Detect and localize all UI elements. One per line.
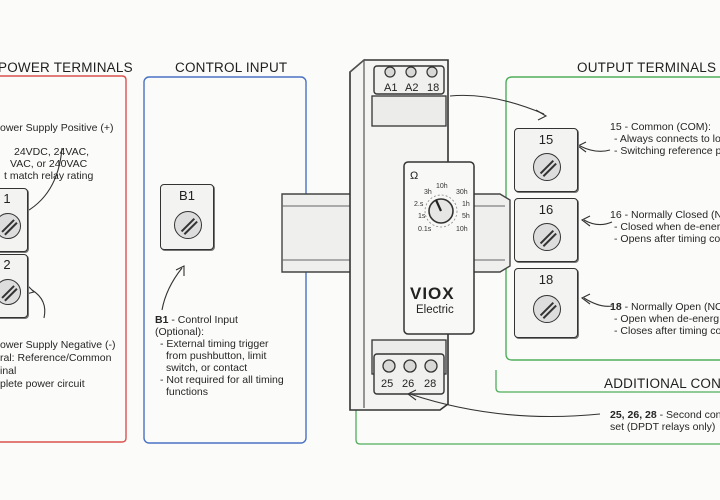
power-terminal-top-label: 1 [3, 191, 11, 206]
additional-panel-title: ADDITIONAL CONTA [604, 376, 720, 391]
t15-line-2: - Switching reference p [614, 145, 720, 157]
screw-icon [533, 153, 561, 181]
brand-subtitle: Electric [416, 304, 454, 316]
control-bullet-1c: switch, or contact [166, 362, 248, 374]
dial-marks: 10h 3h 30h 2.s 1h 1s 5h 0.1s 10h [404, 180, 476, 244]
additional-top-border [495, 370, 720, 393]
control-line-2: (Optional): [155, 326, 205, 338]
t15-line-1: - Always connects to lo [614, 133, 720, 145]
control-bullet-2b: functions [166, 386, 209, 398]
output-terminal-block-16: 16 [514, 198, 578, 262]
control-heading: B1 - Control Input [155, 314, 238, 326]
t18-title: 18 - Normally Open (NO [610, 301, 720, 313]
t16-title: 16 - Normally Closed (N [610, 209, 720, 221]
screw-icon [533, 223, 561, 251]
dial-mark: 1h [462, 201, 470, 208]
dial-mark: 2.s [414, 201, 424, 208]
t16-line-2: - Opens after timing co [614, 233, 720, 245]
dial-mark: 30h [456, 189, 468, 196]
power-panel-border [0, 75, 127, 443]
relay-bottom-terminal-28: 28 [424, 378, 437, 390]
additional-desc: 25, 26, 28 - Second con [610, 409, 720, 421]
relay-top-terminal-a1: A1 [384, 82, 398, 94]
control-heading-bold: B1 [155, 314, 169, 326]
relay-top-terminal-a2: A2 [405, 82, 419, 94]
screw-icon [174, 211, 202, 239]
t18-title-rest: - Normally Open (NO [621, 301, 720, 313]
dial-mark: 3h [424, 189, 432, 196]
power-panel-title: POWER TERMINALS [0, 60, 133, 75]
t16-line-1: - Closed when de-energ [614, 221, 720, 233]
control-bullet-1b: from pushbutton, limit [166, 350, 267, 362]
output-terminal-18-label: 18 [538, 272, 554, 287]
additional-bottom-border [355, 396, 720, 445]
voltage-line-3: t match relay rating [4, 170, 94, 182]
control-terminal-label: B1 [179, 188, 195, 203]
screw-icon [0, 279, 21, 305]
t18-title-bold: 18 [610, 301, 622, 313]
screw-icon [0, 213, 21, 239]
timing-dial [424, 194, 458, 228]
output-terminal-15-label: 15 [538, 132, 554, 147]
a2-description-3: inal [0, 365, 17, 377]
relay-top-screws [384, 66, 438, 78]
callout-arrows [17, 94, 613, 417]
additional-desc-2: set (DPDT relays only) [610, 421, 716, 433]
omega-icon: Ω [410, 170, 419, 182]
power-terminal-bottom-label: 2 [3, 257, 11, 272]
voltage-line-1: 24VDC, 24VAC, [14, 146, 90, 158]
power-terminal-block-top: 1 [0, 188, 28, 252]
dial-mark: 10h [456, 226, 468, 233]
a2-description-2: ral: Reference/Common [0, 352, 112, 364]
relay-top-terminal-18: 18 [427, 82, 440, 94]
control-heading-rest: - Control Input [168, 314, 238, 326]
dial-mark: 10h [436, 183, 448, 190]
dial-mark: 1s [418, 213, 426, 220]
output-terminal-block-15: 15 [514, 128, 578, 192]
output-terminal-16-label: 16 [538, 202, 554, 217]
control-bullet-1a: - External timing trigger [160, 338, 269, 350]
a2-description-4: plete power circuit [0, 378, 85, 390]
a2-description-1: ower Supply Negative (-) [0, 339, 116, 351]
screw-icon [533, 295, 561, 323]
t15-title: 15 - Common (COM): [610, 121, 711, 133]
control-terminal-block: B1 [160, 184, 214, 250]
voltage-line-2: VAC, or 240VAC [10, 158, 88, 170]
t18-line-1: - Open when de-energ [614, 313, 720, 325]
dial-mark: 5h [462, 213, 470, 220]
relay-bottom-terminal-25: 25 [381, 378, 394, 390]
additional-desc-bold: 25, 26, 28 [610, 409, 657, 421]
additional-desc-rest: - Second con [656, 409, 720, 421]
power-terminal-block-bottom: 2 [0, 254, 28, 318]
a1-description: ower Supply Positive (+) [0, 122, 114, 134]
relay-bottom-terminal-26: 26 [402, 378, 415, 390]
brand-logo: VIOX [410, 284, 455, 303]
control-bullet-2a: - Not required for all timing [160, 374, 284, 386]
output-panel-title: OUTPUT TERMINALS [577, 60, 717, 75]
dial-mark: 0.1s [418, 226, 432, 233]
output-terminal-block-18: 18 [514, 268, 578, 338]
t18-line-2: - Closes after timing co [614, 325, 720, 337]
control-panel-title: CONTROL INPUT [175, 60, 288, 75]
relay-bottom-screws [382, 359, 438, 373]
